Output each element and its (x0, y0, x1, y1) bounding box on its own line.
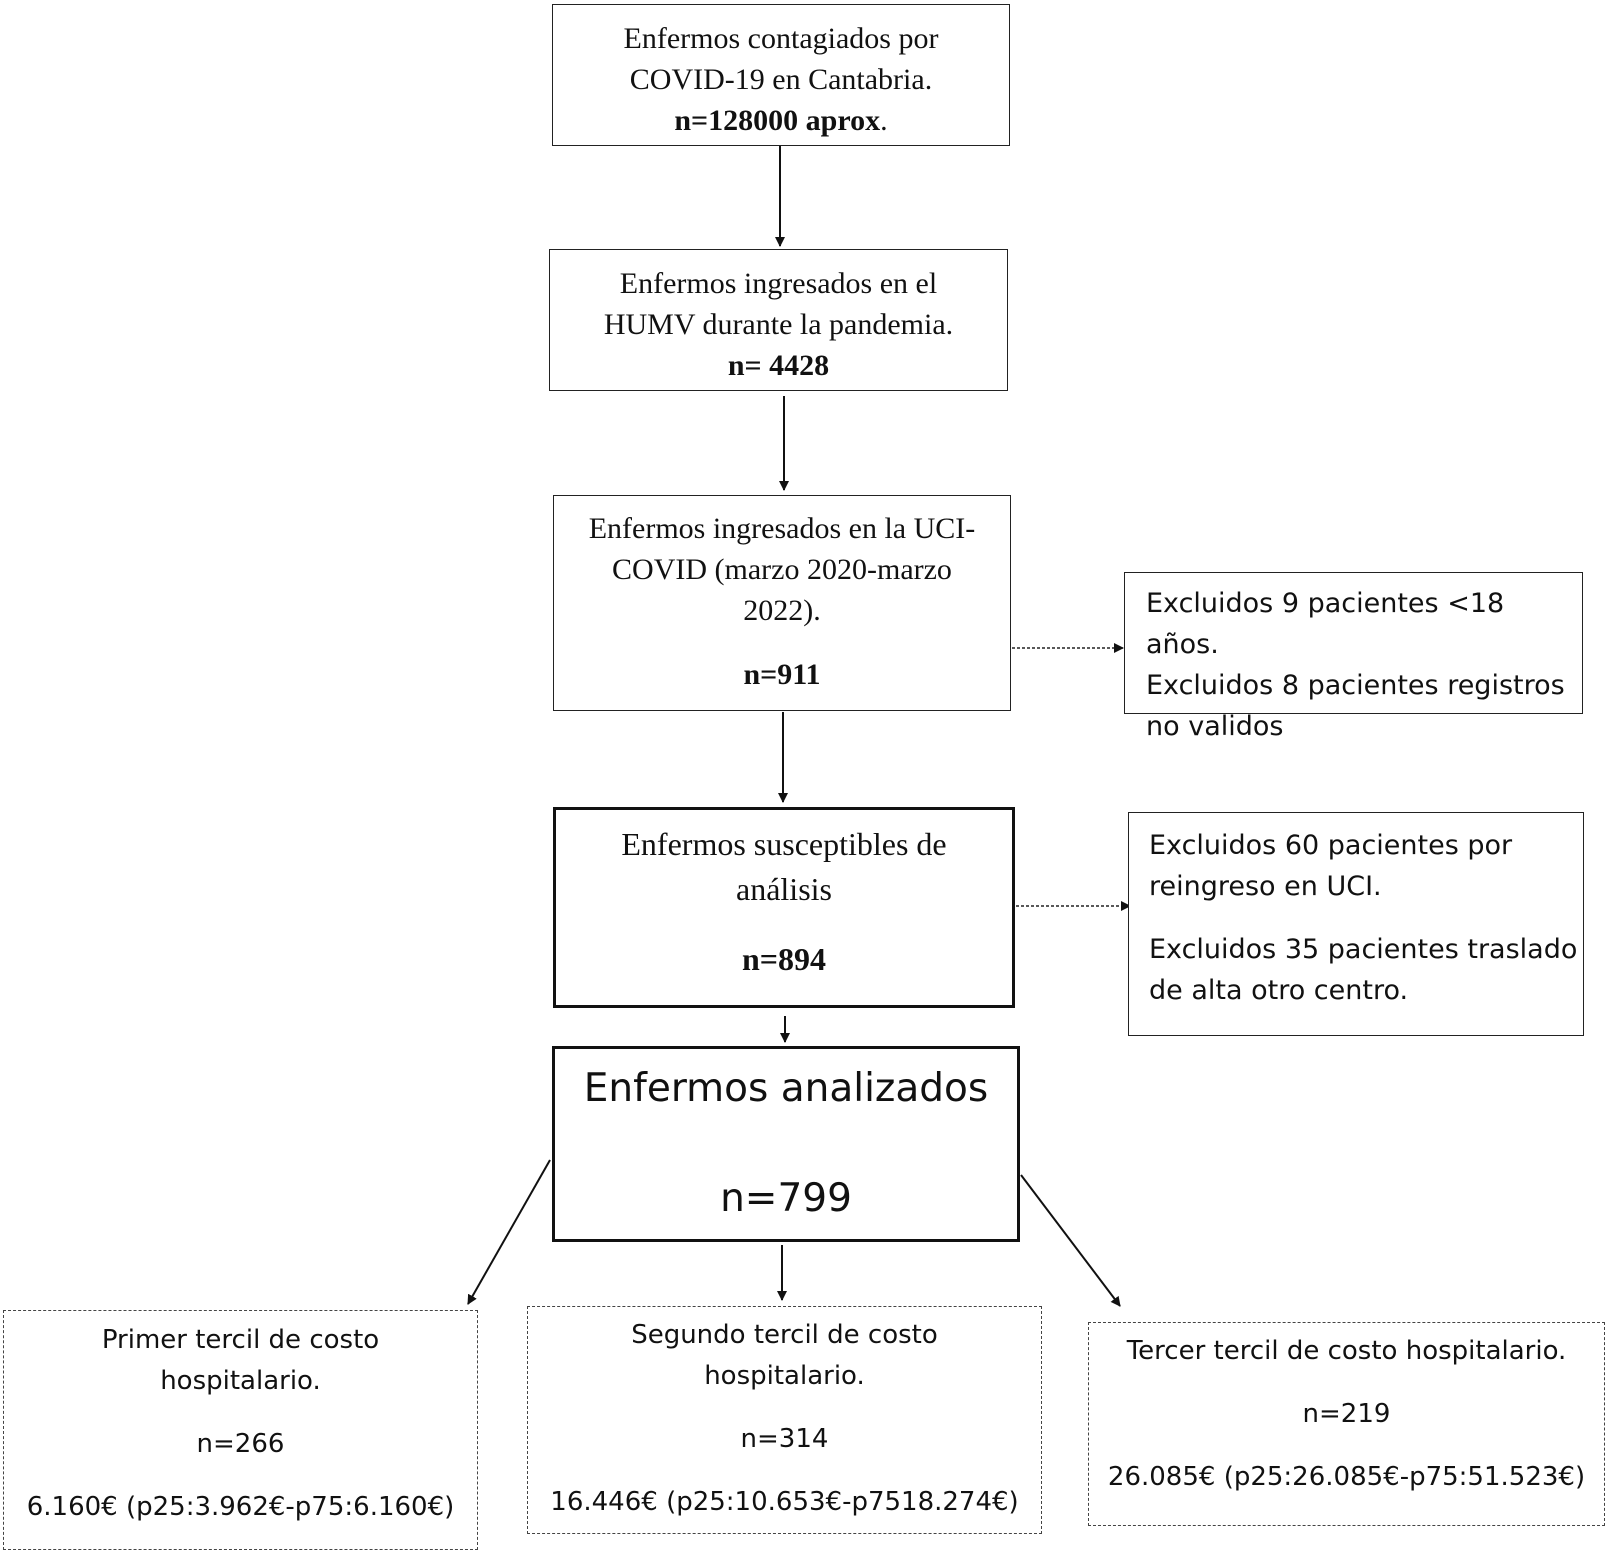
box-analyzed-count: n=799 (720, 1176, 852, 1221)
box-eligible-count: n=894 (741, 941, 827, 977)
third-tercile-line1: Tercer tercil de costo hospitalario. (1126, 1336, 1567, 1366)
first-tercile-cost: 6.160€ (p25:3.962€-p75:6.160€) (26, 1492, 455, 1522)
box-eligible-line1: Enfermos susceptibles de (621, 826, 947, 862)
box-icu-count: n=911 (743, 658, 821, 691)
first-tercile-line1: Primer tercil de costo (101, 1325, 380, 1355)
box-exclusions-2: Excluidos 60 pacientes por reingreso en … (1128, 812, 1584, 1036)
box-humv-admissions: Enfermos ingresados en el HUMV durante l… (549, 249, 1008, 391)
box-analyzed-patients: Enfermos analizados n=799 (552, 1046, 1020, 1242)
box-covid-cases-count: n=128000 aprox (674, 104, 881, 137)
box-covid-cases-line2: COVID-19 en Cantabria. (629, 63, 933, 96)
box-covid-cases-line1: Enfermos contagiados por (623, 22, 939, 55)
exclusions-1-line1: Excluidos 9 pacientes <18 años. (1146, 588, 1505, 660)
third-tercile-cost: 26.085€ (p25:26.085€-p75:51.523€) (1107, 1462, 1586, 1492)
box-covid-cases-count-line: n=128000 aprox. (553, 100, 1009, 141)
box-exclusions-1: Excluidos 9 pacientes <18 años. Excluido… (1124, 572, 1583, 742)
second-tercile-cost: 16.446€ (p25:10.653€-p7518.274€) (550, 1487, 1019, 1517)
box-analyzed-title: Enfermos analizados (583, 1066, 989, 1111)
box-second-tercile: Segundo tercil de costo hospitalario. n=… (527, 1306, 1042, 1534)
arrow-box5-to-tercil1 (467, 1159, 551, 1305)
second-tercile-line1: Segundo tercil de costo (631, 1320, 938, 1350)
box-humv-count: n= 4428 (727, 349, 830, 382)
box-covid-cases: Enfermos contagiados por COVID-19 en Can… (552, 4, 1010, 146)
second-tercile-count: n=314 (740, 1424, 829, 1454)
third-tercile-count: n=219 (1302, 1399, 1391, 1429)
box-eligible-patients: Enfermos susceptibles de análisis n=894 (553, 807, 1015, 1008)
box-humv-line1: Enfermos ingresados en el (619, 267, 938, 300)
box-icu-line2: COVID (marzo 2020-marzo (612, 553, 952, 586)
second-tercile-line2: hospitalario. (704, 1361, 865, 1391)
box-icu-line1: Enfermos ingresados en la UCI- (588, 512, 976, 545)
exclusions-2-line1: Excluidos 60 pacientes por (1149, 830, 1513, 861)
exclusions-1-line2: Excluidos 8 pacientes registros (1146, 670, 1565, 701)
first-tercile-line2: hospitalario. (160, 1366, 321, 1396)
box-icu-admissions: Enfermos ingresados en la UCI- COVID (ma… (553, 495, 1011, 711)
box-eligible-line2: análisis (736, 871, 832, 907)
exclusions-2-line4: de alta otro centro. (1149, 975, 1409, 1006)
exclusions-2-line3: Excluidos 35 pacientes traslado (1149, 934, 1578, 965)
first-tercile-count: n=266 (196, 1429, 285, 1459)
box-icu-line3: 2022). (743, 594, 821, 627)
box-covid-cases-count-suffix: . (880, 104, 888, 137)
box-humv-line2: HUMV durante la pandemia. (603, 308, 954, 341)
arrow-box5-to-tercil3 (1020, 1174, 1121, 1307)
exclusions-1-line3: no validos (1146, 711, 1284, 742)
box-first-tercile: Primer tercil de costo hospitalario. n=2… (3, 1310, 478, 1550)
exclusions-2-line2: reingreso en UCI. (1149, 871, 1382, 902)
box-third-tercile: Tercer tercil de costo hospitalario. n=2… (1088, 1322, 1605, 1526)
